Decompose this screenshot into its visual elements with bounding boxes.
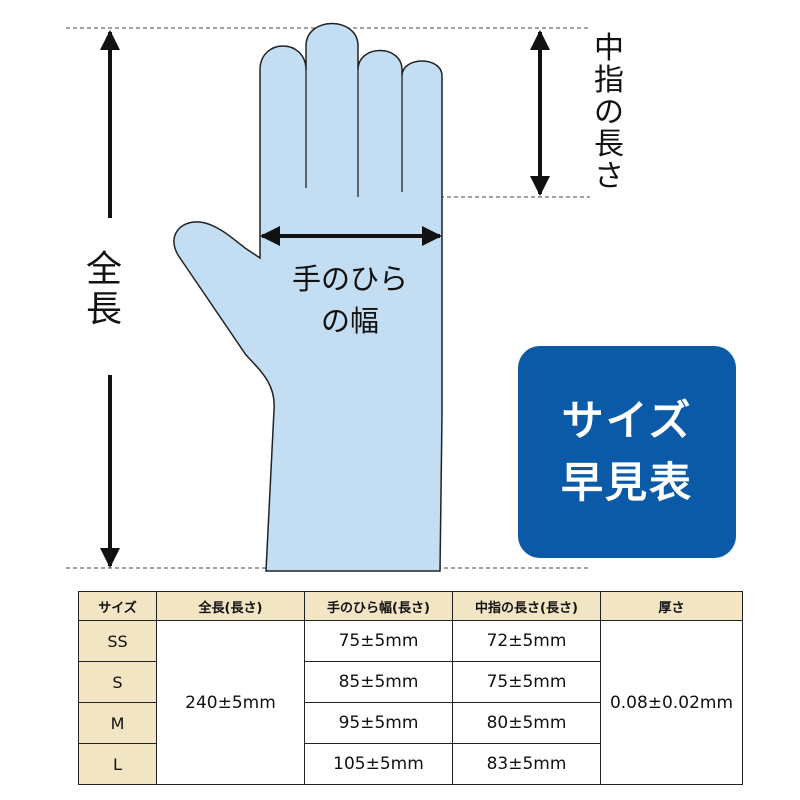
- size-cell: S: [78, 661, 157, 703]
- palm-width-label-line: 手のひら: [291, 262, 408, 296]
- finger-length-label: 中 指 の 長 さ: [594, 34, 624, 194]
- size-cell: M: [78, 702, 157, 744]
- palm-width-label: 手のひら の幅: [260, 258, 440, 342]
- thickness-cell: 0.08±0.02mm: [600, 620, 743, 785]
- header-finger-length: 中指の長さ(長さ): [452, 591, 601, 621]
- finger-length-label-char: 長: [594, 127, 624, 162]
- palm-width-label-line: の幅: [320, 304, 379, 338]
- palm-width-cell: 75±5mm: [304, 620, 453, 662]
- header-palm-width: 手のひら幅(長さ): [304, 591, 453, 621]
- finger-length-cell: 72±5mm: [452, 620, 601, 662]
- palm-width-cell: 95±5mm: [304, 702, 453, 744]
- table-row: L 105±5mm 83±5mm: [78, 743, 743, 785]
- palm-width-cell: 105±5mm: [304, 743, 453, 785]
- finger-length-cell: 75±5mm: [452, 661, 601, 703]
- glove-shape: [173, 22, 443, 572]
- palm-width-cell: 85±5mm: [304, 661, 453, 703]
- header-size: サイズ: [78, 591, 157, 621]
- table-row: S 85±5mm 75±5mm: [78, 661, 743, 703]
- finger-length-cell: 83±5mm: [452, 743, 601, 785]
- badge-line: サイズ: [561, 396, 693, 445]
- badge-line: 早見表: [560, 458, 693, 507]
- size-cell: SS: [78, 620, 157, 662]
- header-total-length: 全長(長さ): [156, 591, 305, 621]
- finger-length-label-char: 指: [594, 63, 624, 98]
- header-thickness: 厚さ: [600, 591, 743, 621]
- total-length-label-char: 全: [86, 249, 123, 290]
- table-header-row: サイズ 全長(長さ) 手のひら幅(長さ) 中指の長さ(長さ) 厚さ: [78, 591, 743, 621]
- finger-length-label-char: さ: [594, 159, 624, 194]
- finger-length-label-char: 中: [594, 31, 624, 66]
- total-length-cell: 240±5mm: [156, 620, 305, 785]
- glove-diagram: [66, 22, 590, 572]
- size-chart-badge: サイズ 早見表: [518, 346, 736, 558]
- size-cell: L: [78, 743, 157, 785]
- table-row: SS 240±5mm 75±5mm 72±5mm 0.08±0.02mm: [78, 620, 743, 785]
- finger-length-cell: 80±5mm: [452, 702, 601, 744]
- total-length-label: 全 長: [86, 252, 122, 332]
- size-table: サイズ 全長(長さ) 手のひら幅(長さ) 中指の長さ(長さ) 厚さ SS 240…: [78, 591, 743, 785]
- total-length-label-char: 長: [86, 289, 123, 330]
- finger-length-label-char: の: [594, 95, 624, 130]
